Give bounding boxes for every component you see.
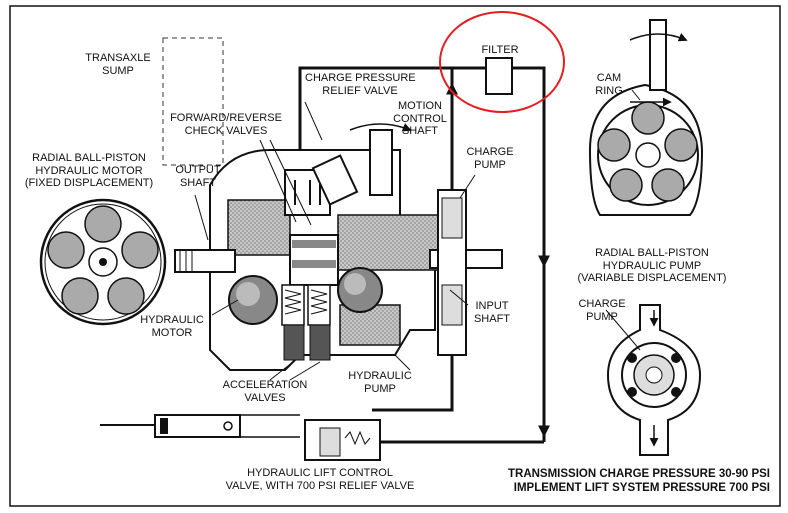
pressure-specs: TRANSMISSION CHARGE PRESSURE 30-90 PSI I… [507,468,770,494]
transaxle-sump-label: TRANSAXLE SUMP [85,52,151,77]
lift-cylinder [100,414,241,438]
filter-element [485,57,513,95]
charge-pump-center-label: CHARGE PUMP [466,146,514,171]
lift-control-valve [240,414,381,461]
lift-control-label: HYDRAULIC LIFT CONTROL VALVE, WITH 700 P… [225,467,415,492]
radial-pump-disk [588,19,704,216]
radial-pump-label: RADIAL BALL-PISTON HYDRAULIC PUMP (VARIA… [577,247,727,284]
radial-motor-label: RADIAL BALL-PISTON HYDRAULIC MOTOR (FIXE… [24,152,154,189]
output-shaft-label: OUTPUT SHAFT [175,164,221,189]
motion-control-label: MOTION CONTROL SHAFT [393,100,447,137]
input-shaft-label: INPUT SHAFT [473,300,511,325]
hydraulic-motor-label: HYDRAULIC MOTOR [140,314,204,339]
diagram-frame [9,5,781,507]
filter-highlight-circle [439,11,565,113]
fr-check-valves-label: FORWARD/REVERSE CHECK VALVES [170,112,282,137]
charge-pump-right-label: CHARGE PUMP [578,298,626,323]
transaxle-sump-outline [162,37,224,166]
charge-relief-label: CHARGE PRESSURE RELIEF VALVE [305,72,416,97]
filter-label: FILTER [481,44,519,56]
hydraulic-pump-label: HYDRAULIC PUMP [348,370,412,395]
acceleration-valves-label: ACCELERATION VALVES [222,379,308,404]
cam-ring-label: CAM RING [595,72,623,97]
charge-pump-disk [606,304,702,456]
leader-lines [194,89,641,381]
transmission-housing [174,123,503,371]
filter-circuit [298,66,546,444]
radial-motor-disk [39,198,167,326]
